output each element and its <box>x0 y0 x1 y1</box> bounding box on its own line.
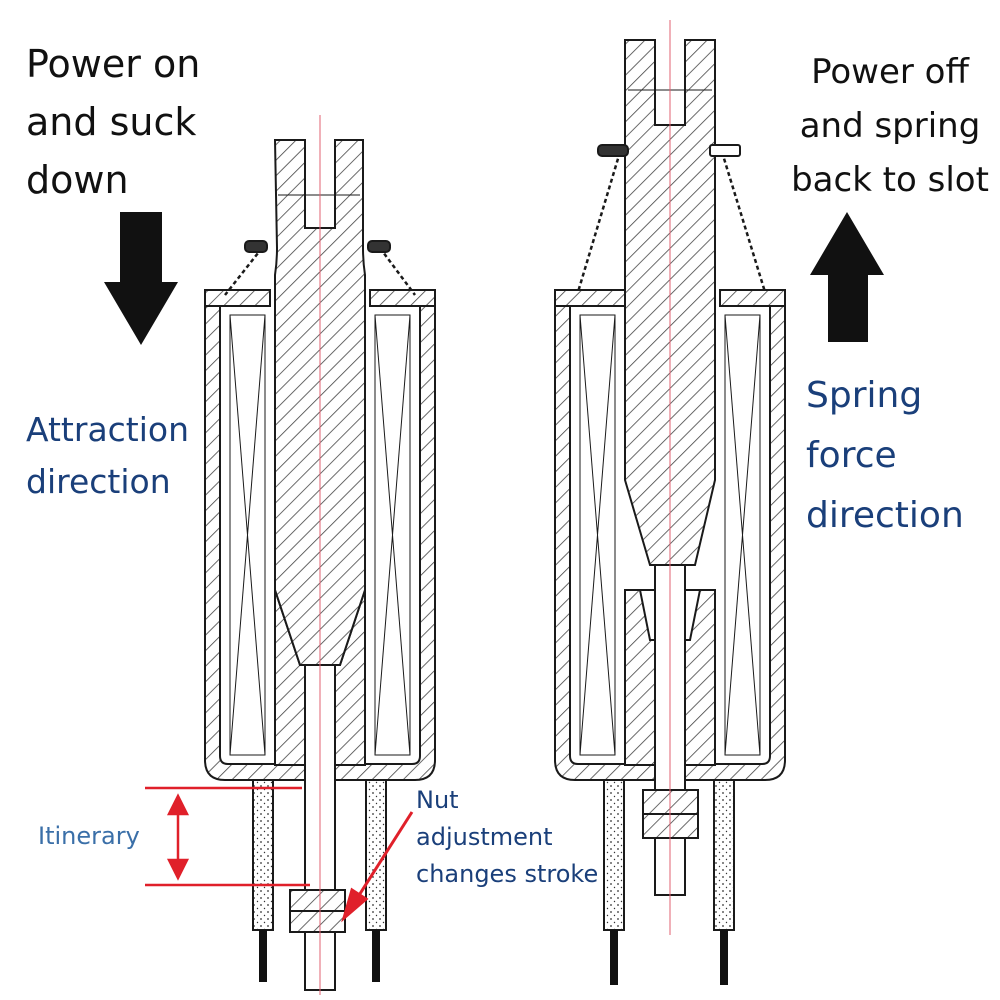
left-lead-left <box>252 779 274 931</box>
left-coil-left <box>229 314 266 756</box>
right-top-plate-left <box>554 289 626 307</box>
up-arrow-icon <box>810 212 884 342</box>
right-lead-left <box>603 779 625 931</box>
stroke-indicator <box>145 786 310 887</box>
right-solenoid <box>554 20 786 985</box>
right-coil-left <box>579 314 616 756</box>
right-coil-right <box>724 314 761 756</box>
right-spring-right <box>720 151 767 293</box>
left-coil-right <box>374 314 411 756</box>
power-on-label: Power on and suck down <box>26 42 201 202</box>
left-top-plate-left <box>204 289 271 307</box>
down-arrow-icon <box>104 212 178 345</box>
spring-force-direction-label: Spring force direction <box>806 375 964 536</box>
power-off-label: Power off and spring back to slot <box>791 52 989 200</box>
left-top-plate-right <box>369 289 436 307</box>
left-spring-left <box>224 247 263 296</box>
right-spring-left <box>576 151 622 293</box>
left-spring-right <box>378 247 417 296</box>
itinerary-label: Itinerary <box>38 822 140 850</box>
nut-pointer-arrow <box>341 811 414 923</box>
nut-adjustment-label: Nut adjustment changes stroke <box>416 786 599 888</box>
attraction-direction-label: Attraction direction <box>26 410 190 501</box>
right-top-plate-right <box>719 289 786 307</box>
left-solenoid <box>204 115 436 995</box>
right-lead-right <box>713 779 735 931</box>
